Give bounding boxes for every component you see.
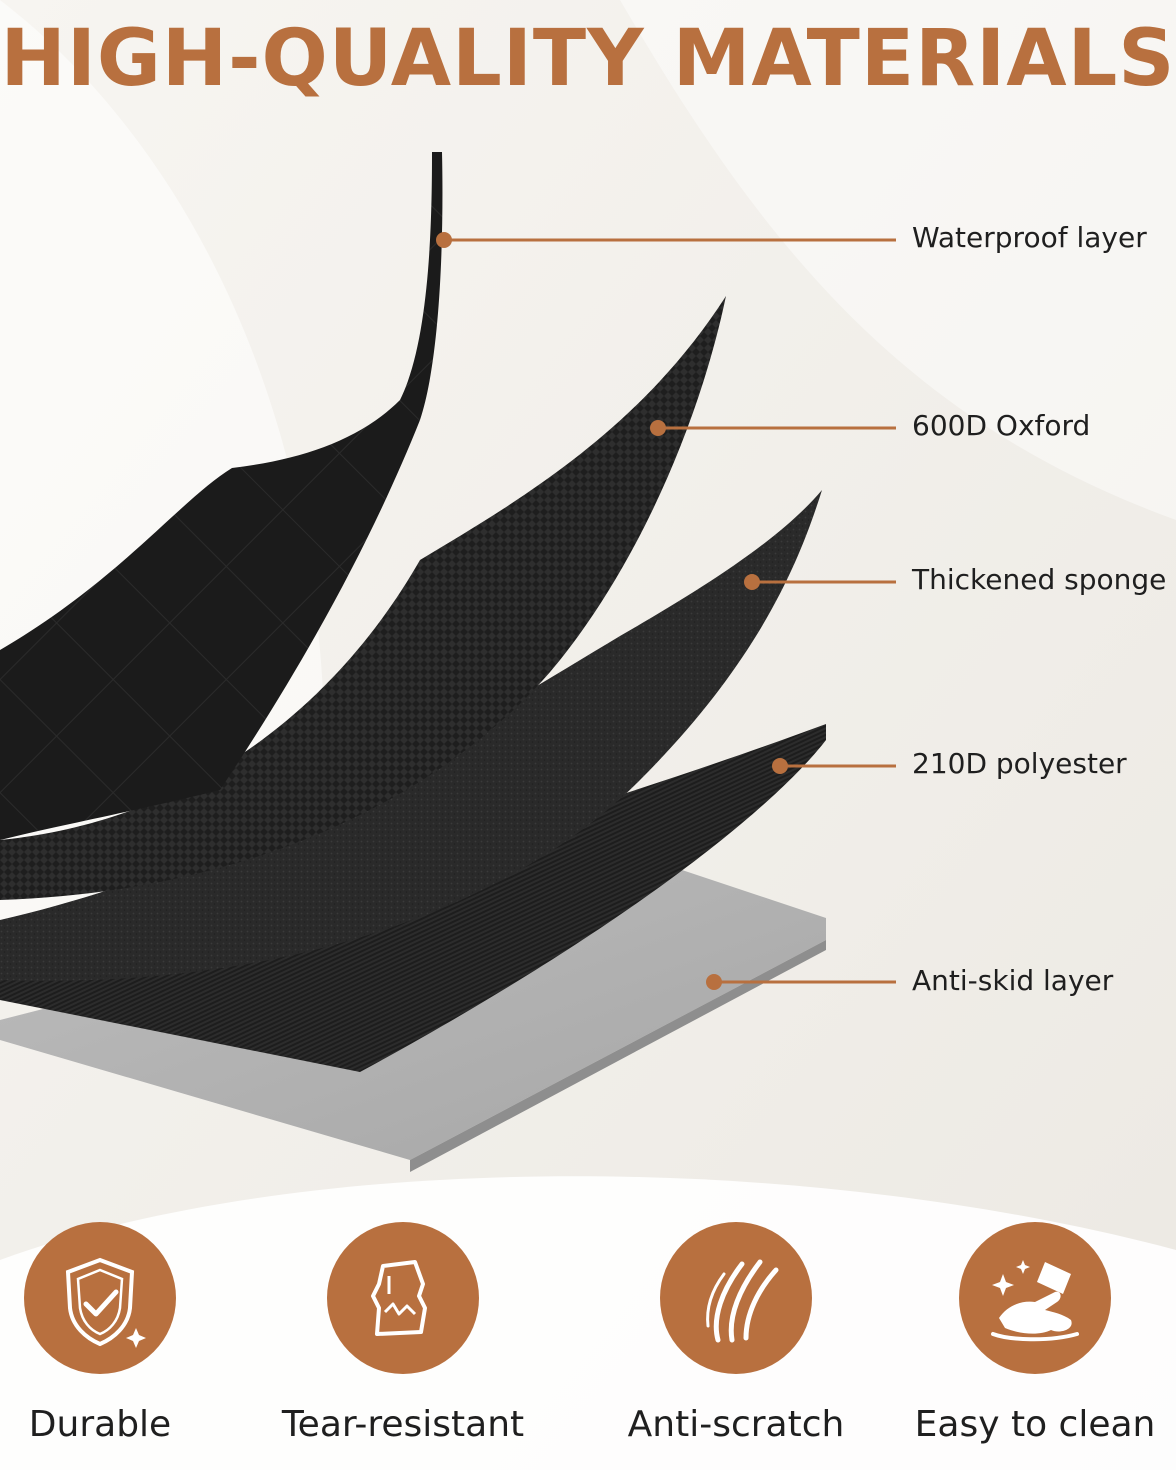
callout-210d-polyester: [772, 758, 896, 774]
waterproof-layer-shape: [0, 152, 443, 840]
feature-label-durable: Durable: [28, 1404, 172, 1445]
page-title: HIGH-QUALITY MATERIALS: [0, 14, 1176, 104]
oxford-layer-shape: [0, 296, 726, 900]
callout-anti-skid-layer: [706, 974, 896, 990]
torn-paper-icon: [327, 1222, 479, 1374]
layer-label-anti-skid: Anti-skid layer: [912, 964, 1114, 997]
callout-lines: [436, 232, 896, 990]
feature-easy-to-clean: Easy to clean: [885, 1218, 1176, 1470]
feature-label-easy-to-clean: Easy to clean: [914, 1404, 1156, 1445]
shield-check-icon: [24, 1222, 176, 1374]
feature-anti-scratch: Anti-scratch: [586, 1218, 886, 1470]
callout-600d-oxford: [650, 420, 896, 436]
callout-thickened-sponge: [744, 574, 896, 590]
feature-list: Durable Tear-resistant: [0, 1218, 1176, 1470]
feature-label-anti-scratch: Anti-scratch: [627, 1404, 845, 1445]
callout-waterproof-layer: [436, 232, 896, 248]
hand-wiping-icon: [959, 1222, 1111, 1374]
scratch-marks-icon: [660, 1222, 812, 1374]
layer-label-oxford: 600D Oxford: [912, 409, 1091, 442]
feature-label-tear-resistant: Tear-resistant: [281, 1404, 525, 1445]
layer-label-sponge: Thickened sponge: [912, 563, 1167, 596]
feature-durable: Durable: [0, 1218, 250, 1470]
layer-label-polyester: 210D polyester: [912, 747, 1127, 780]
feature-tear-resistant: Tear-resistant: [253, 1218, 553, 1470]
layer-label-waterproof: Waterproof layer: [912, 221, 1147, 254]
